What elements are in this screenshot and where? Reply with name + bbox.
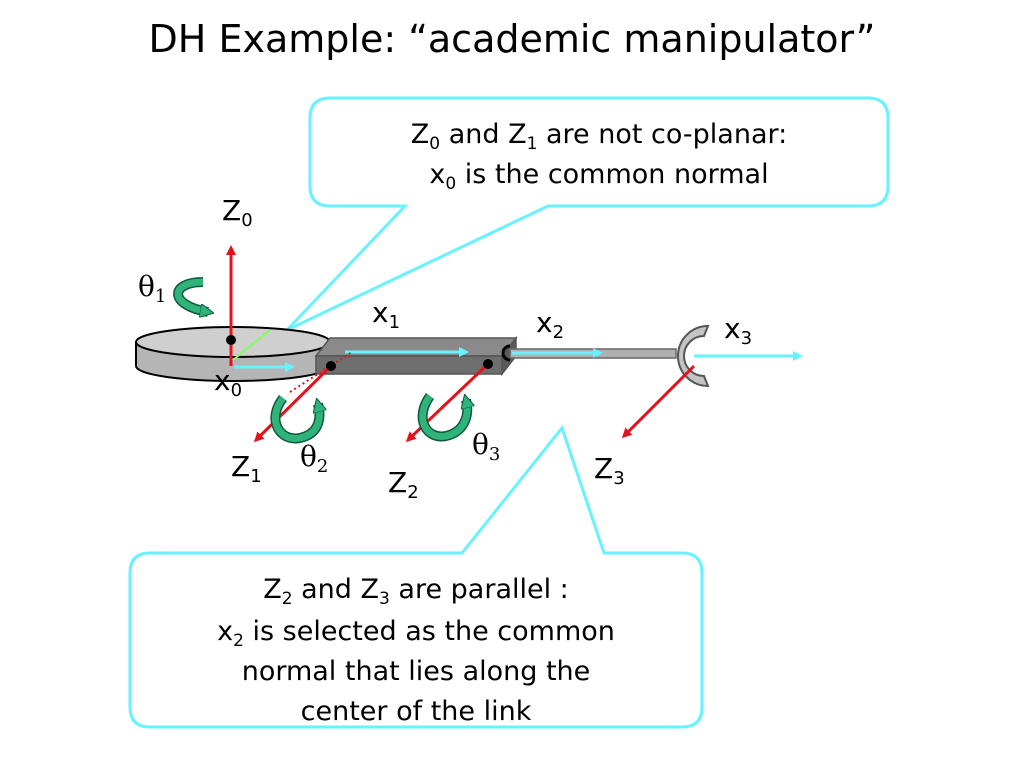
link-centerline (289, 351, 353, 393)
label-z0: Z0 (222, 194, 253, 231)
label-x0: x0 (214, 364, 242, 401)
joint2-dot (326, 361, 336, 371)
page-title: DH Example: “academic manipulator” (149, 17, 876, 61)
callout-top-box (285, 96, 890, 332)
joint3-dot (483, 359, 493, 369)
label-theta2: θ2 (300, 440, 328, 477)
base-diagonal-line (232, 329, 271, 361)
theta3-arrow (419, 396, 468, 440)
joint1-dot (226, 335, 236, 345)
z3-axis (621, 364, 696, 439)
theta1-arrow (174, 278, 208, 312)
label-x3: x3 (724, 312, 752, 349)
callout-bottom-box (128, 424, 704, 729)
theta2-arrow (271, 395, 319, 442)
label-x1: x1 (372, 296, 400, 333)
callout-bottom-line1: Z2 and Z3 are parallel : (263, 574, 569, 609)
z1-axis (253, 364, 333, 443)
label-theta3: θ3 (472, 428, 500, 465)
gripper (677, 324, 710, 388)
callout-bottom-line3: normal that lies along the (242, 656, 591, 687)
label-x2: x2 (536, 306, 564, 343)
callout-bottom-line2: x2 is selected as the common (217, 616, 615, 651)
joint3-hinge (501, 344, 511, 362)
label-z3: Z3 (594, 452, 625, 489)
callout-top-line2: x0 is the common normal (429, 159, 768, 194)
label-theta1: θ1 (138, 270, 166, 307)
label-z1: Z1 (231, 450, 262, 487)
callout-top-line1: Z0 and Z1 are not co-planar: (411, 119, 787, 154)
label-z2: Z2 (388, 466, 419, 503)
callout-bottom-line4: center of the link (301, 696, 532, 727)
base-cylinder (135, 326, 331, 382)
